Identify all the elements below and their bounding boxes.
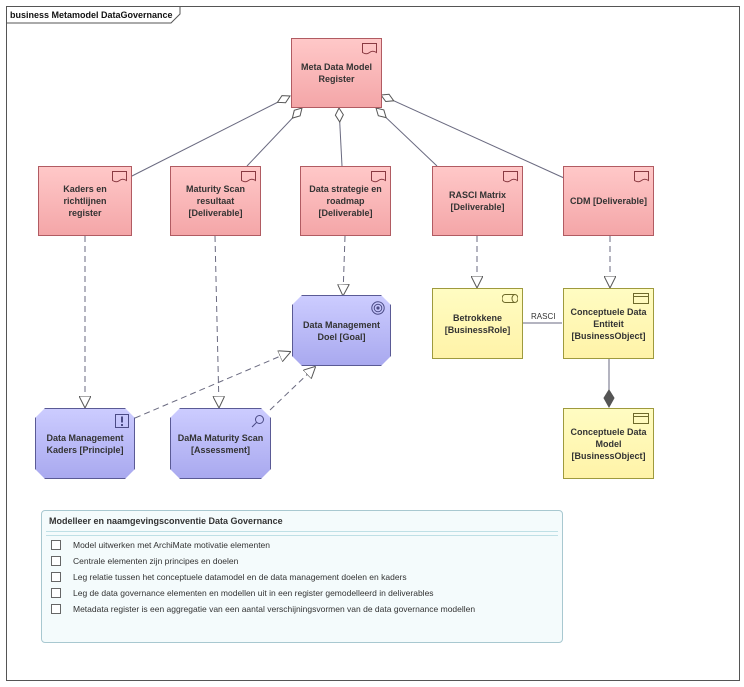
agg-maturity-register	[246, 107, 303, 167]
infl-principle-goal	[134, 352, 290, 419]
betrokkene-business-role-node[interactable]: Betrokkene [BusinessRole]	[432, 288, 523, 359]
node-label: Meta Data Model Register	[300, 62, 372, 84]
checklist-item-text: Metadata register is een aggregatie van …	[73, 604, 476, 614]
conceptuele-data-entiteit-node[interactable]: Conceptuele Data Entiteit [BusinessObjec…	[563, 288, 654, 359]
goal-icon	[371, 301, 385, 315]
node-label: Data Management Doel [Goal]	[302, 319, 381, 342]
node-label: RASCI Matrix [Deliverable]	[448, 190, 506, 212]
checkbox[interactable]	[51, 604, 61, 614]
infl-assessment-goal	[269, 367, 315, 411]
checklist-item: Leg relatie tussen het conceptuele datam…	[51, 569, 475, 585]
rasci-relation-label: RASCI	[531, 312, 556, 321]
real-maturity-assessment	[215, 235, 219, 407]
agg-kaders-register	[127, 95, 291, 179]
dama-maturity-scan-assessment-node[interactable]: DaMa Maturity Scan [Assessment]	[170, 408, 271, 479]
kaders-en-richtlijnen-register-node[interactable]: Kaders en richtlijnen register	[38, 166, 132, 236]
business-object-icon	[633, 293, 649, 304]
rasci-matrix-node[interactable]: RASCI Matrix [Deliverable]	[432, 166, 523, 236]
checkbox[interactable]	[51, 556, 61, 566]
checklist-item-text: Centrale elementen zijn principes en doe…	[73, 556, 239, 566]
checkbox[interactable]	[51, 588, 61, 598]
conventions-panel-divider	[46, 531, 558, 536]
business-object-icon	[633, 413, 649, 424]
agg-cdm-register	[380, 93, 565, 179]
node-label: Conceptuele Data Entiteit [BusinessObjec…	[570, 306, 647, 341]
deliverable-icon	[112, 171, 127, 183]
node-label: Conceptuele Data Model [BusinessObject]	[570, 426, 647, 461]
data-management-kaders-principle-node[interactable]: Data Management Kaders [Principle]	[35, 408, 135, 479]
node-label: Data strategie en roadmap [Deliverable]	[309, 184, 382, 218]
principle-icon	[115, 414, 129, 428]
checkbox[interactable]	[51, 572, 61, 582]
data-strategie-roadmap-node[interactable]: Data strategie en roadmap [Deliverable]	[300, 166, 391, 236]
deliverable-icon	[503, 171, 518, 183]
deliverable-icon	[241, 171, 256, 183]
deliverable-icon	[371, 171, 386, 183]
checklist-item-text: Model uitwerken met ArchiMate motivatie …	[73, 540, 271, 550]
business-role-icon	[502, 294, 518, 303]
checklist-item: Leg de data governance elementen en mode…	[51, 585, 475, 601]
checklist-item-text: Leg relatie tussen het conceptuele datam…	[73, 572, 407, 582]
checkbox[interactable]	[51, 540, 61, 550]
node-label: Maturity Scan resultaat [Deliverable]	[185, 184, 245, 218]
diagram-frame	[6, 6, 740, 681]
real-strategie-goal	[343, 235, 345, 295]
deliverable-icon	[362, 43, 377, 55]
conventions-checklist: Model uitwerken met ArchiMate motivatie …	[51, 537, 475, 617]
conventions-panel-title: Modelleer en naamgevingsconventie Data G…	[49, 516, 283, 526]
node-label: DaMa Maturity Scan [Assessment]	[177, 432, 264, 455]
meta-data-model-register-node[interactable]: Meta Data Model Register	[291, 38, 382, 108]
conventions-panel: Modelleer en naamgevingsconventie Data G…	[41, 510, 563, 643]
checklist-item: Metadata register is een aggregatie van …	[51, 601, 475, 617]
conceptuele-data-model-node[interactable]: Conceptuele Data Model [BusinessObject]	[563, 408, 654, 479]
cdm-deliverable-node[interactable]: CDM [Deliverable]	[563, 166, 654, 236]
frame-tab	[6, 6, 181, 24]
node-label: CDM [Deliverable]	[569, 196, 648, 206]
assessment-icon	[251, 414, 265, 428]
node-label: Kaders en richtlijnen register	[63, 184, 107, 218]
agg-rasci-register	[375, 107, 438, 167]
checklist-item-text: Leg de data governance elementen en mode…	[73, 588, 434, 598]
checklist-item: Model uitwerken met ArchiMate motivatie …	[51, 537, 475, 553]
composition-diamond	[603, 389, 615, 409]
maturity-scan-resultaat-node[interactable]: Maturity Scan resultaat [Deliverable]	[170, 166, 261, 236]
deliverable-icon	[634, 171, 649, 183]
data-management-doel-goal-node[interactable]: Data Management Doel [Goal]	[292, 295, 391, 366]
checklist-item: Centrale elementen zijn principes en doe…	[51, 553, 475, 569]
node-label: Data Management Kaders [Principle]	[46, 432, 124, 455]
frame-title: business Metamodel DataGovernance	[10, 10, 173, 20]
node-label: Betrokkene [BusinessRole]	[444, 312, 511, 335]
agg-strategie-register	[334, 106, 344, 167]
